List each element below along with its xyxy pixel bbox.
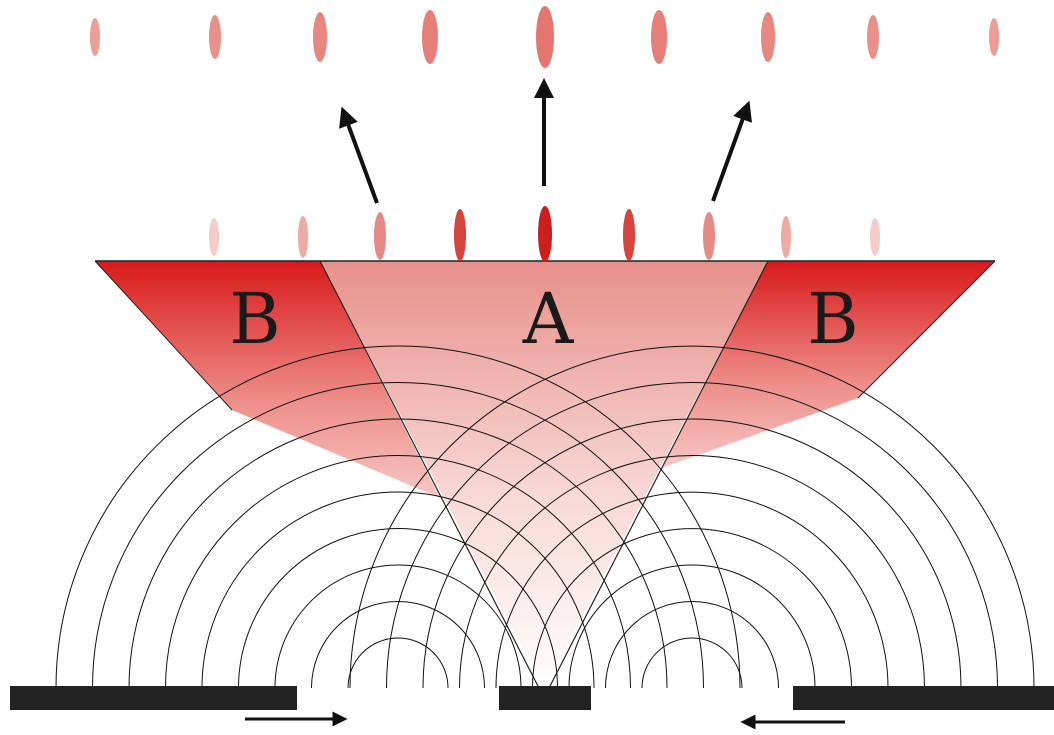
- wavefront-arc: [128, 418, 668, 689]
- region-label-a: A: [522, 278, 575, 360]
- fringe-spot-icon: [298, 216, 308, 258]
- wavefront-arc: [568, 564, 816, 689]
- wavefront-arc: [459, 455, 925, 689]
- fringe-spot-icon: [870, 218, 880, 256]
- fringe-row-far: [90, 6, 999, 68]
- fringe-spot-icon: [781, 216, 791, 258]
- barrier-center: [499, 686, 591, 710]
- fringe-spot-icon: [90, 18, 100, 56]
- barrier-left: [10, 686, 297, 710]
- wavefront-arc: [201, 491, 595, 689]
- region-a-shape: [320, 261, 768, 690]
- region-b-right-shape: [662, 261, 995, 468]
- fringe-spot-icon: [989, 18, 999, 56]
- fringe-spot-icon: [538, 206, 552, 262]
- fringe-spot-icon: [651, 10, 667, 64]
- fringe-spot-icon: [454, 209, 466, 261]
- fringe-spot-icon: [867, 15, 879, 59]
- wavefront-arc: [347, 637, 449, 689]
- region-boundary-line: [857, 260, 996, 399]
- wavefront-arc: [386, 382, 998, 689]
- wavefront-arc: [532, 528, 852, 689]
- region-label-b-left: B: [229, 278, 280, 360]
- barrier-right: [793, 686, 1054, 710]
- arrow-icon-left: [339, 106, 379, 204]
- fringe-spot-icon: [536, 6, 554, 68]
- wavefront-arc: [349, 345, 1035, 689]
- region-b-left-shape: [95, 261, 440, 498]
- wavefronts-right-slit: [349, 345, 1035, 689]
- region-boundary-line: [547, 260, 769, 691]
- fringe-spot-icon: [209, 15, 221, 59]
- wavefront-arc: [641, 637, 743, 689]
- fringe-spot-icon: [703, 212, 715, 260]
- wavefront-arc: [165, 455, 631, 689]
- region-boundary-line: [319, 260, 541, 691]
- wavefront-arc: [422, 418, 962, 689]
- wavefront-arc: [605, 601, 779, 689]
- fringe-spot-icon: [422, 10, 438, 64]
- wavefronts-left-slit: [55, 345, 741, 689]
- wavefront-arc: [238, 528, 558, 689]
- wavefront-arc: [92, 382, 704, 689]
- wavefront-arc: [311, 601, 485, 689]
- wavefront-arc: [495, 491, 889, 689]
- fringe-spot-icon: [313, 12, 327, 62]
- wavefront-arc: [274, 564, 522, 689]
- fringe-spot-icon: [209, 218, 219, 256]
- fringe-spot-icon: [623, 209, 635, 261]
- fringe-row-near: [209, 206, 880, 262]
- region-label-b-right: B: [807, 278, 858, 360]
- fringe-spot-icon: [374, 212, 386, 260]
- fringe-spot-icon: [761, 12, 775, 62]
- wavefront-arc: [55, 345, 741, 689]
- arrow-icon-right: [711, 100, 752, 202]
- region-boundary-line: [94, 260, 233, 411]
